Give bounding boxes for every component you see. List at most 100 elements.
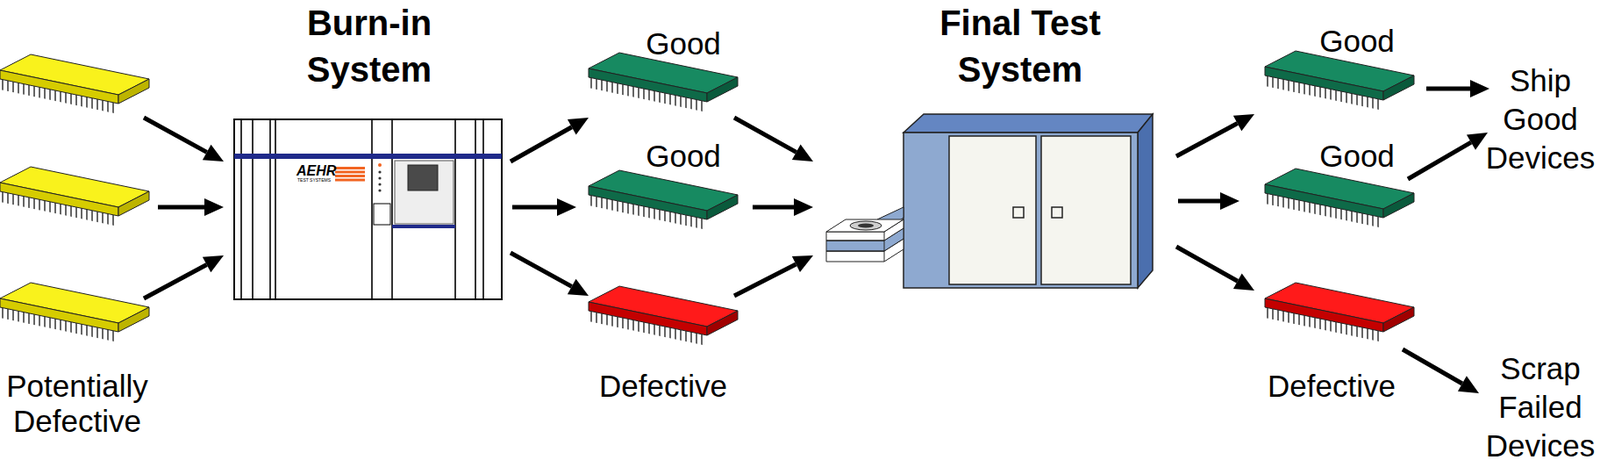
arrow-head — [1233, 273, 1255, 291]
indicator-light — [378, 163, 382, 167]
node-label: Potentially Defective — [0, 368, 155, 439]
yellow-chip — [0, 54, 150, 108]
yellow-chip — [0, 282, 150, 336]
handler-plate-center — [857, 223, 874, 229]
good-chip: Good — [588, 49, 737, 118]
defective-chip: Defective — [588, 282, 737, 351]
flow-arrow — [143, 117, 224, 162]
flow-arrow — [1178, 192, 1240, 210]
handler-slab — [826, 219, 904, 241]
arrow-shaft — [1178, 199, 1221, 204]
node-label: Final Test System — [914, 0, 1126, 93]
handler-top — [826, 219, 904, 232]
green-chip — [1264, 50, 1415, 105]
arrow-head — [1220, 192, 1240, 210]
arrow-head — [202, 144, 224, 162]
red-chip — [588, 285, 738, 340]
tester-side — [1137, 114, 1153, 288]
green-chip — [588, 170, 738, 224]
arrow-shaft — [512, 205, 558, 210]
flow-arrow — [510, 252, 589, 296]
arrow-shaft — [734, 117, 797, 152]
blue-band — [392, 224, 456, 229]
arrow-shaft — [1426, 86, 1471, 92]
flow-arrow — [752, 198, 814, 216]
flow-arrow — [157, 198, 224, 216]
flow-arrow — [1402, 349, 1479, 393]
arrow-head — [1233, 114, 1255, 131]
arrow-shaft — [734, 264, 796, 296]
node-label: Defective — [1252, 368, 1411, 404]
arrow-shaft — [1176, 122, 1238, 157]
logo-stripe — [335, 171, 365, 174]
flow-arrow — [512, 198, 577, 216]
defective-chip: Defective — [1264, 278, 1416, 348]
flow-arrow — [734, 117, 814, 162]
outcome-box: Scrap Failed Devices — [1478, 349, 1600, 467]
arrow-head — [793, 198, 814, 216]
blue-band — [234, 153, 502, 159]
indicator-light — [378, 170, 381, 173]
screen — [407, 164, 438, 191]
arrow-head — [792, 144, 814, 162]
flow-arrow — [734, 255, 814, 296]
green-chip — [1264, 168, 1415, 222]
tester-front — [903, 132, 1138, 288]
indicator-light — [378, 188, 381, 192]
node-label: Ship Good Devices — [1478, 61, 1600, 178]
green-chip — [588, 52, 738, 107]
arrow-shaft — [1176, 246, 1238, 281]
control-panel — [394, 160, 454, 224]
tester-top — [903, 114, 1153, 133]
arrow-shaft — [510, 127, 572, 162]
node-label: Defective — [584, 368, 743, 404]
arrow-shaft — [143, 117, 208, 152]
outcome-box: Ship Good Devices — [1478, 61, 1600, 180]
arrow-head — [557, 198, 577, 216]
flow-arrow — [1176, 246, 1255, 291]
arrow-head — [567, 117, 589, 135]
flow-arrow — [143, 255, 224, 299]
tester-door — [949, 135, 1036, 285]
flow-arrow — [1426, 79, 1490, 98]
indicator-light — [378, 176, 381, 179]
good-chip: Good — [1264, 164, 1416, 234]
arrow-head — [204, 198, 224, 216]
flow-arrow — [1407, 132, 1488, 179]
access-panel — [373, 203, 391, 225]
final-test-system: Final Test System — [824, 112, 1153, 288]
burn-in-system: Burn-in System — [234, 119, 502, 300]
node-label: Scrap Failed Devices — [1478, 349, 1600, 465]
indicator-light — [378, 182, 381, 186]
handler-plate — [850, 221, 882, 230]
door-knob — [1013, 207, 1024, 218]
node-label: Good — [630, 138, 736, 174]
logo-stripe — [335, 174, 365, 178]
arrow-shaft — [157, 205, 205, 210]
flow-arrow — [1176, 114, 1255, 157]
handler-edges — [826, 231, 885, 262]
good-chip: Good — [588, 166, 737, 236]
logo-stripe — [335, 166, 365, 170]
logo-text: AEHR — [296, 163, 350, 179]
flow-arrow — [510, 117, 589, 162]
yellow-chip — [0, 166, 150, 221]
tester-door — [1041, 135, 1131, 285]
good-chip: Good — [1264, 47, 1416, 116]
node-label: Good — [1304, 23, 1410, 59]
burn-in-cabinet — [234, 119, 502, 300]
arrow-head — [792, 255, 814, 272]
arrow-shaft — [510, 252, 572, 286]
chip-group: Potentially Defective — [0, 50, 150, 439]
red-chip — [1264, 282, 1415, 336]
logo-stripe — [335, 178, 365, 182]
arrow-shaft — [1407, 142, 1472, 179]
node-label: Good — [1304, 138, 1410, 174]
arrow-head — [202, 255, 224, 272]
arrow-head — [1470, 79, 1490, 98]
arrow-shaft — [143, 264, 208, 299]
final-test-system — [826, 114, 1153, 288]
node-label: Good — [630, 26, 736, 62]
